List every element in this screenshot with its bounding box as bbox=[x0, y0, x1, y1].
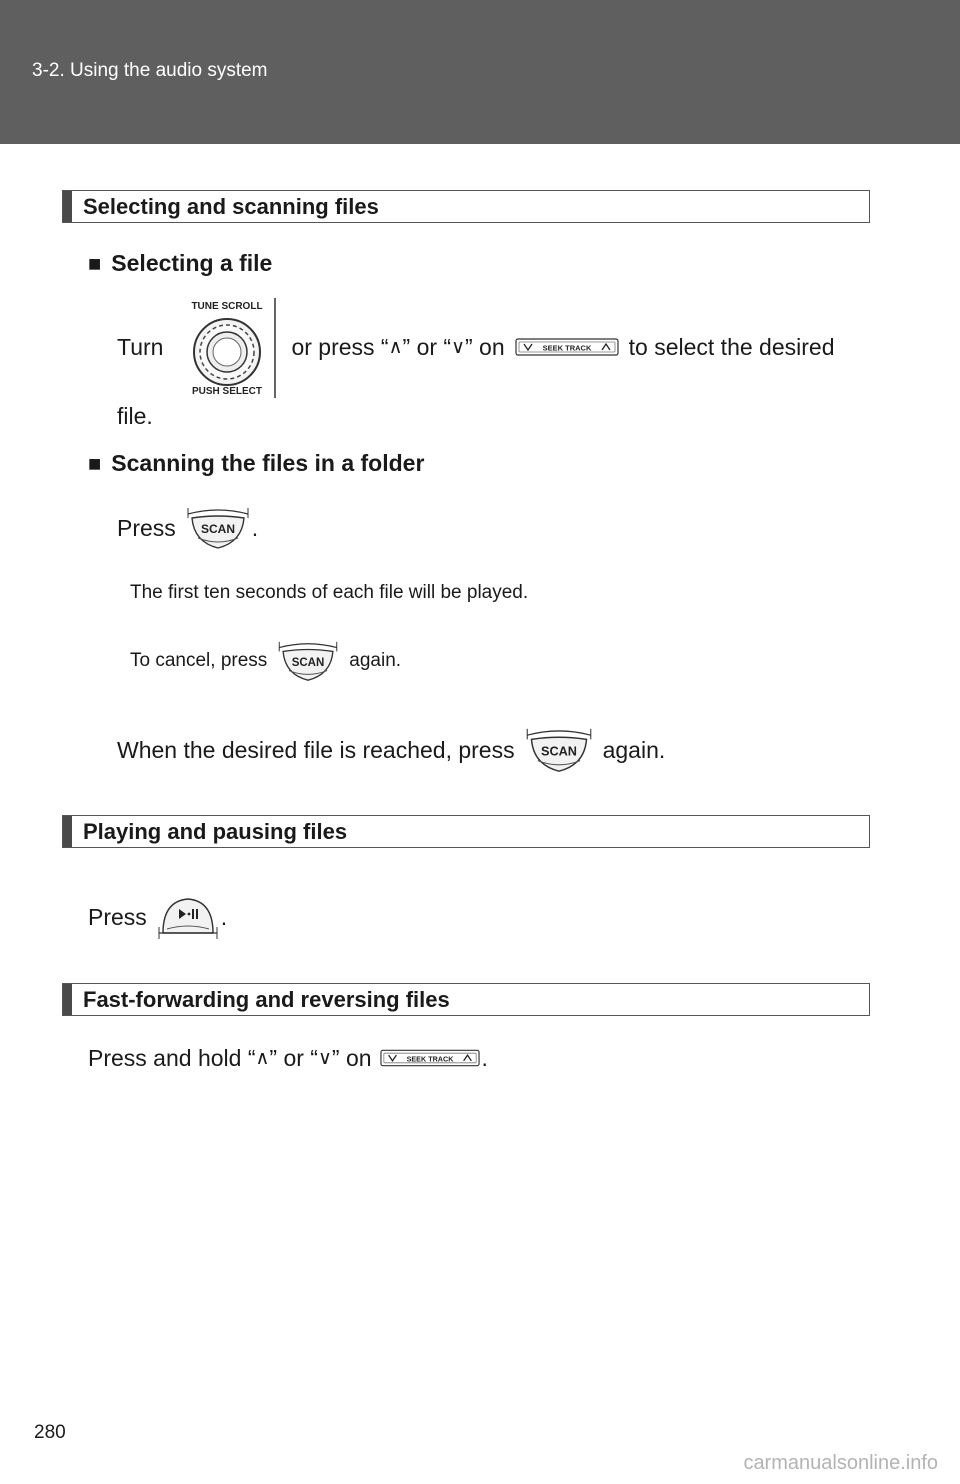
header-title: 3-2. Using the audio system bbox=[32, 60, 268, 81]
or-text: ” or “ bbox=[269, 1044, 318, 1071]
square-bullet-icon: ■ bbox=[88, 250, 102, 276]
selecting-file-instruction: Turn TUNE SCROLL PUSH SELECT or press “ … bbox=[117, 292, 834, 402]
press-text: Press bbox=[117, 514, 176, 541]
down-symbol: ∨ bbox=[451, 336, 465, 358]
seek-track-label: SEEK TRACK bbox=[406, 1054, 454, 1063]
select-text: to select the desired bbox=[628, 333, 835, 360]
up-symbol: ∧ bbox=[255, 1047, 270, 1069]
scan-label: SCAN bbox=[201, 522, 235, 536]
scan-button-icon: SCAN bbox=[187, 508, 249, 549]
press-hold-text: Press and hold “ bbox=[88, 1044, 256, 1071]
watermark: carmanualsonline.info bbox=[743, 1452, 938, 1474]
note-text: The first ten seconds of each file will … bbox=[130, 582, 529, 603]
scan-note-first-ten-seconds: The first ten seconds of each file will … bbox=[130, 580, 528, 606]
scan-note-cancel: To cancel, press SCAN again. bbox=[130, 636, 401, 686]
press-text: Press bbox=[88, 903, 147, 930]
down-symbol: ∨ bbox=[317, 1047, 332, 1069]
play-pause-instruction: Press . bbox=[88, 892, 227, 942]
scan-reached-instruction: When the desired file is reached, press … bbox=[117, 722, 665, 778]
section-marker bbox=[63, 984, 72, 1015]
square-bullet-icon: ■ bbox=[88, 450, 102, 476]
section-title: Playing and pausing files bbox=[83, 818, 348, 844]
page-number: 280 bbox=[34, 1422, 66, 1443]
reached-text-after: again. bbox=[602, 736, 666, 763]
section-marker bbox=[63, 191, 72, 222]
seek-track-button-icon: SEEK TRACK bbox=[379, 1049, 480, 1067]
or-press-text: or press “ bbox=[291, 333, 389, 360]
scan-label: SCAN bbox=[292, 657, 325, 669]
section-selecting-scanning: Selecting and scanning files bbox=[62, 190, 870, 223]
scan-button-icon: SCAN bbox=[279, 641, 338, 681]
knob-top-label: TUNE SCROLL bbox=[192, 301, 263, 312]
file-text-line: file. bbox=[117, 400, 153, 432]
fast-forward-instruction: Press and hold “ ∧ ” or “ ∨ ” on SEEK TR… bbox=[88, 1040, 488, 1076]
on-text: ” on bbox=[331, 1044, 372, 1071]
reached-text-before: When the desired file is reached, press bbox=[117, 736, 515, 763]
seek-track-label: SEEK TRACK bbox=[542, 344, 591, 353]
subheading-selecting-file: ■ Selecting a file bbox=[88, 250, 272, 277]
file-text: file. bbox=[117, 402, 153, 429]
seek-track-button-icon: SEEK TRACK bbox=[515, 338, 619, 356]
section-marker bbox=[63, 816, 72, 847]
or-text: ” or “ bbox=[402, 333, 452, 360]
page-header: 3-2. Using the audio system bbox=[0, 0, 960, 144]
period: . bbox=[220, 903, 228, 930]
scan-instruction: Press SCAN . bbox=[117, 500, 258, 556]
up-symbol: ∧ bbox=[388, 336, 403, 358]
play-pause-icon bbox=[158, 898, 218, 939]
turn-text: Turn bbox=[117, 333, 164, 360]
section-playing-pausing: Playing and pausing files bbox=[62, 815, 870, 848]
note-text-before: To cancel, press bbox=[130, 650, 268, 671]
subheading-text: Scanning the files in a folder bbox=[111, 450, 425, 476]
on-text: ” on bbox=[465, 333, 505, 360]
section-fast-forward-reverse: Fast-forwarding and reversing files bbox=[62, 983, 870, 1016]
subheading-scanning-files: ■ Scanning the files in a folder bbox=[88, 450, 424, 477]
subheading-text: Selecting a file bbox=[111, 250, 273, 276]
section-title: Fast-forwarding and reversing files bbox=[83, 986, 450, 1012]
period: . bbox=[251, 514, 259, 541]
section-title: Selecting and scanning files bbox=[83, 193, 379, 219]
knob-bottom-label: PUSH SELECT bbox=[192, 386, 262, 397]
scan-label: SCAN bbox=[541, 744, 577, 758]
note-text-after: again. bbox=[349, 650, 402, 671]
tune-scroll-knob-icon: TUNE SCROLL PUSH SELECT bbox=[192, 298, 277, 398]
scan-button-icon: SCAN bbox=[526, 728, 591, 772]
period: . bbox=[481, 1044, 488, 1071]
